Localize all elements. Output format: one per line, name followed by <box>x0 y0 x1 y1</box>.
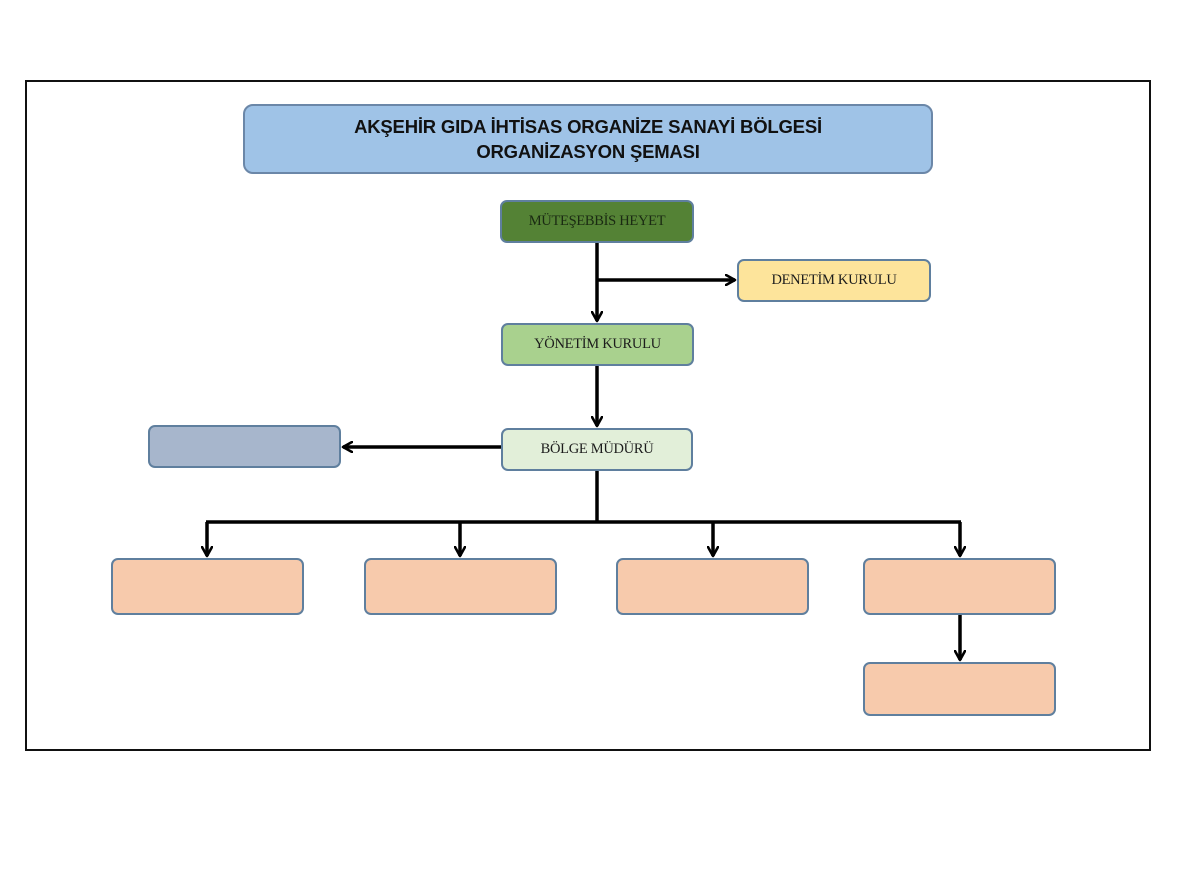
node-bolge-muduru: BÖLGE MÜDÜRÜ <box>501 428 693 471</box>
node-unit-3 <box>616 558 809 615</box>
chart-title: AKŞEHİR GIDA İHTİSAS ORGANİZE SANAYİ BÖL… <box>243 104 933 174</box>
node-yonetim-kurulu: YÖNETİM KURULU <box>501 323 694 366</box>
node-unit-5 <box>863 662 1056 716</box>
node-unit-1 <box>111 558 304 615</box>
title-line-2: ORGANİZASYON ŞEMASI <box>476 141 700 162</box>
node-label: DENETİM KURULU <box>771 272 897 288</box>
node-unit-4 <box>863 558 1056 615</box>
title-line-1: AKŞEHİR GIDA İHTİSAS ORGANİZE SANAYİ BÖL… <box>354 116 822 137</box>
diagram-frame <box>25 80 1151 751</box>
node-label: YÖNETİM KURULU <box>534 336 661 352</box>
node-denetim-kurulu: DENETİM KURULU <box>737 259 931 302</box>
node-label: MÜTEŞEBBİS HEYET <box>528 213 666 229</box>
node-unit-2 <box>364 558 557 615</box>
node-musebbis-heyet: MÜTEŞEBBİS HEYET <box>500 200 694 243</box>
node-label: BÖLGE MÜDÜRÜ <box>540 441 654 457</box>
node-side-unit <box>148 425 341 468</box>
